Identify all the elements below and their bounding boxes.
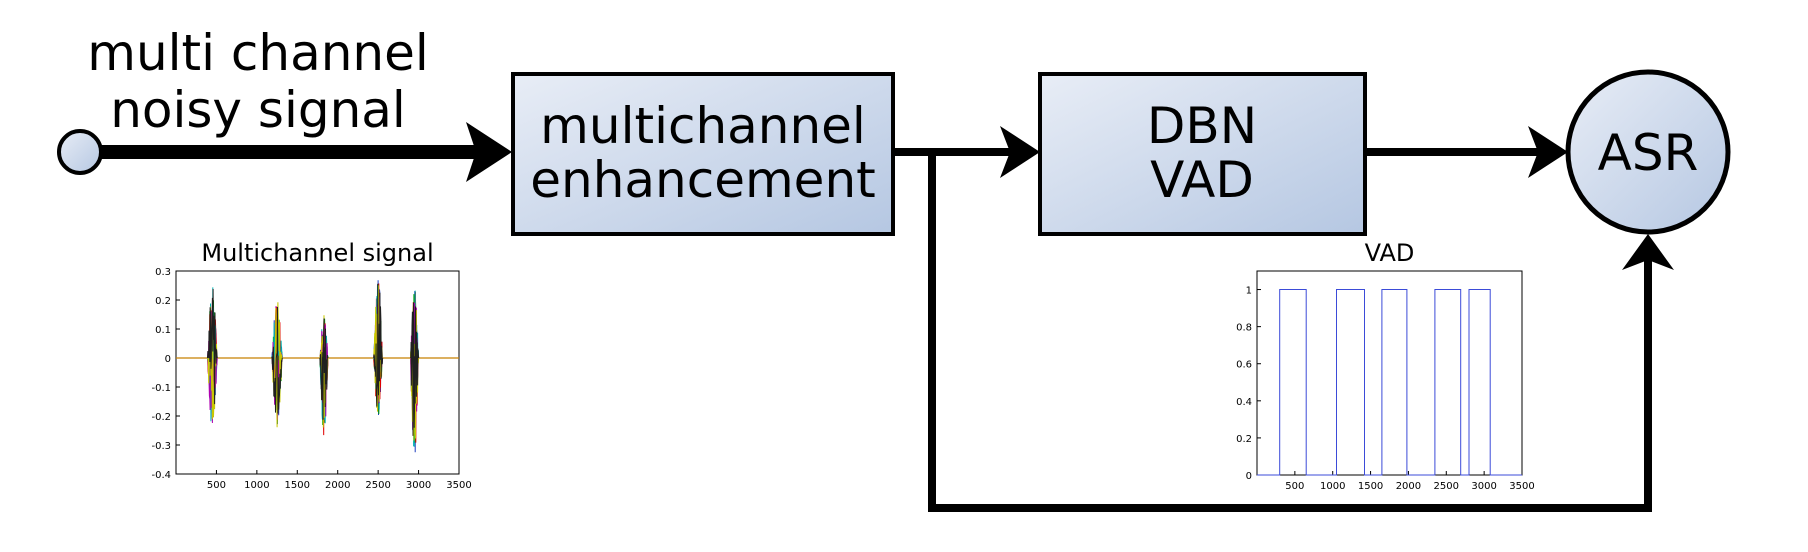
vad-y-tick-label: 1 — [1246, 286, 1252, 297]
vad-x-tick-label: 500 — [1285, 481, 1304, 492]
vad-x-tick-label: 2000 — [1396, 481, 1421, 492]
vad-x-tick-label: 1500 — [1358, 481, 1383, 492]
vad-x-tick-label: 3000 — [1471, 481, 1496, 492]
multichannel-enhancement-block — [511, 72, 895, 236]
signal-burst-line — [373, 283, 384, 407]
input-node — [57, 129, 103, 175]
signal-x-tick-label: 3500 — [446, 480, 471, 491]
vad-series-line — [1257, 289, 1522, 476]
signal-burst-line — [271, 306, 283, 414]
vad-y-tick-label: 0.4 — [1236, 397, 1252, 408]
vad-title: VAD — [1365, 239, 1415, 267]
dbn-vad-label-line1: DBN — [1147, 97, 1257, 155]
vad-y-tick-label: 0.8 — [1236, 323, 1252, 334]
signal-y-tick-label: 0.2 — [155, 296, 171, 307]
enhancement-label-line1: multichannel — [540, 97, 866, 155]
signal-y-tick-label: 0.1 — [155, 325, 171, 336]
signal-title: Multichannel signal — [201, 239, 433, 267]
signal-x-tick-label: 2500 — [365, 480, 390, 491]
signal-y-tick-label: -0.3 — [151, 441, 171, 452]
vad-y-tick-label: 0.6 — [1236, 360, 1252, 371]
signal-x-tick-label: 1000 — [244, 480, 269, 491]
signal-plot-frame — [175, 270, 460, 475]
signal-burst-line — [319, 318, 329, 420]
dbn-vad-block — [1038, 72, 1367, 236]
signal-y-tick-label: 0 — [165, 354, 171, 365]
signal-y-tick-label: -0.4 — [151, 470, 171, 481]
vad-y-tick-label: 0 — [1246, 471, 1252, 482]
signal-y-tick-label: 0.3 — [155, 267, 171, 278]
feedback-path — [928, 152, 1652, 512]
signal-burst-line — [207, 288, 218, 405]
input-label-line2: noisy signal — [110, 81, 406, 139]
signal-burst-line — [410, 302, 420, 436]
asr-label: ASR — [1598, 124, 1699, 182]
signal-x-tick-label: 3000 — [406, 480, 431, 491]
arrowhead-asr — [1528, 126, 1568, 178]
vad-plot-frame — [1256, 270, 1523, 476]
input-label-line1: multi channel — [87, 24, 429, 82]
arrowhead-vad — [1000, 126, 1040, 178]
vad-chart: VAD 500 1000 1500 2000 2500 3000 3500 1 0.8 0.6 0.4… — [1236, 239, 1535, 492]
signal-burst-line — [207, 311, 218, 424]
vad-x-tick-label: 2500 — [1434, 481, 1459, 492]
signal-x-tick-label: 500 — [207, 480, 226, 491]
multichannel-signal-chart: Multichannel signal 500 1000 1500 2000 2500 30… — [151, 239, 471, 491]
arrowhead-enhancement — [466, 122, 512, 182]
dbn-vad-label-line2: VAD — [1150, 151, 1254, 209]
vad-x-tick-label: 1000 — [1320, 481, 1345, 492]
arrowhead-asr-bottom — [1622, 234, 1674, 270]
signal-y-tick-label: -0.2 — [151, 412, 171, 423]
vad-x-tick-label: 3500 — [1509, 481, 1534, 492]
signal-x-tick-label: 1500 — [285, 480, 310, 491]
signal-y-tick-label: -0.1 — [151, 383, 171, 394]
signal-x-tick-label: 2000 — [325, 480, 350, 491]
enhancement-label-line2: enhancement — [530, 151, 875, 209]
asr-node — [1565, 69, 1731, 235]
vad-y-tick-label: 0.2 — [1236, 434, 1252, 445]
